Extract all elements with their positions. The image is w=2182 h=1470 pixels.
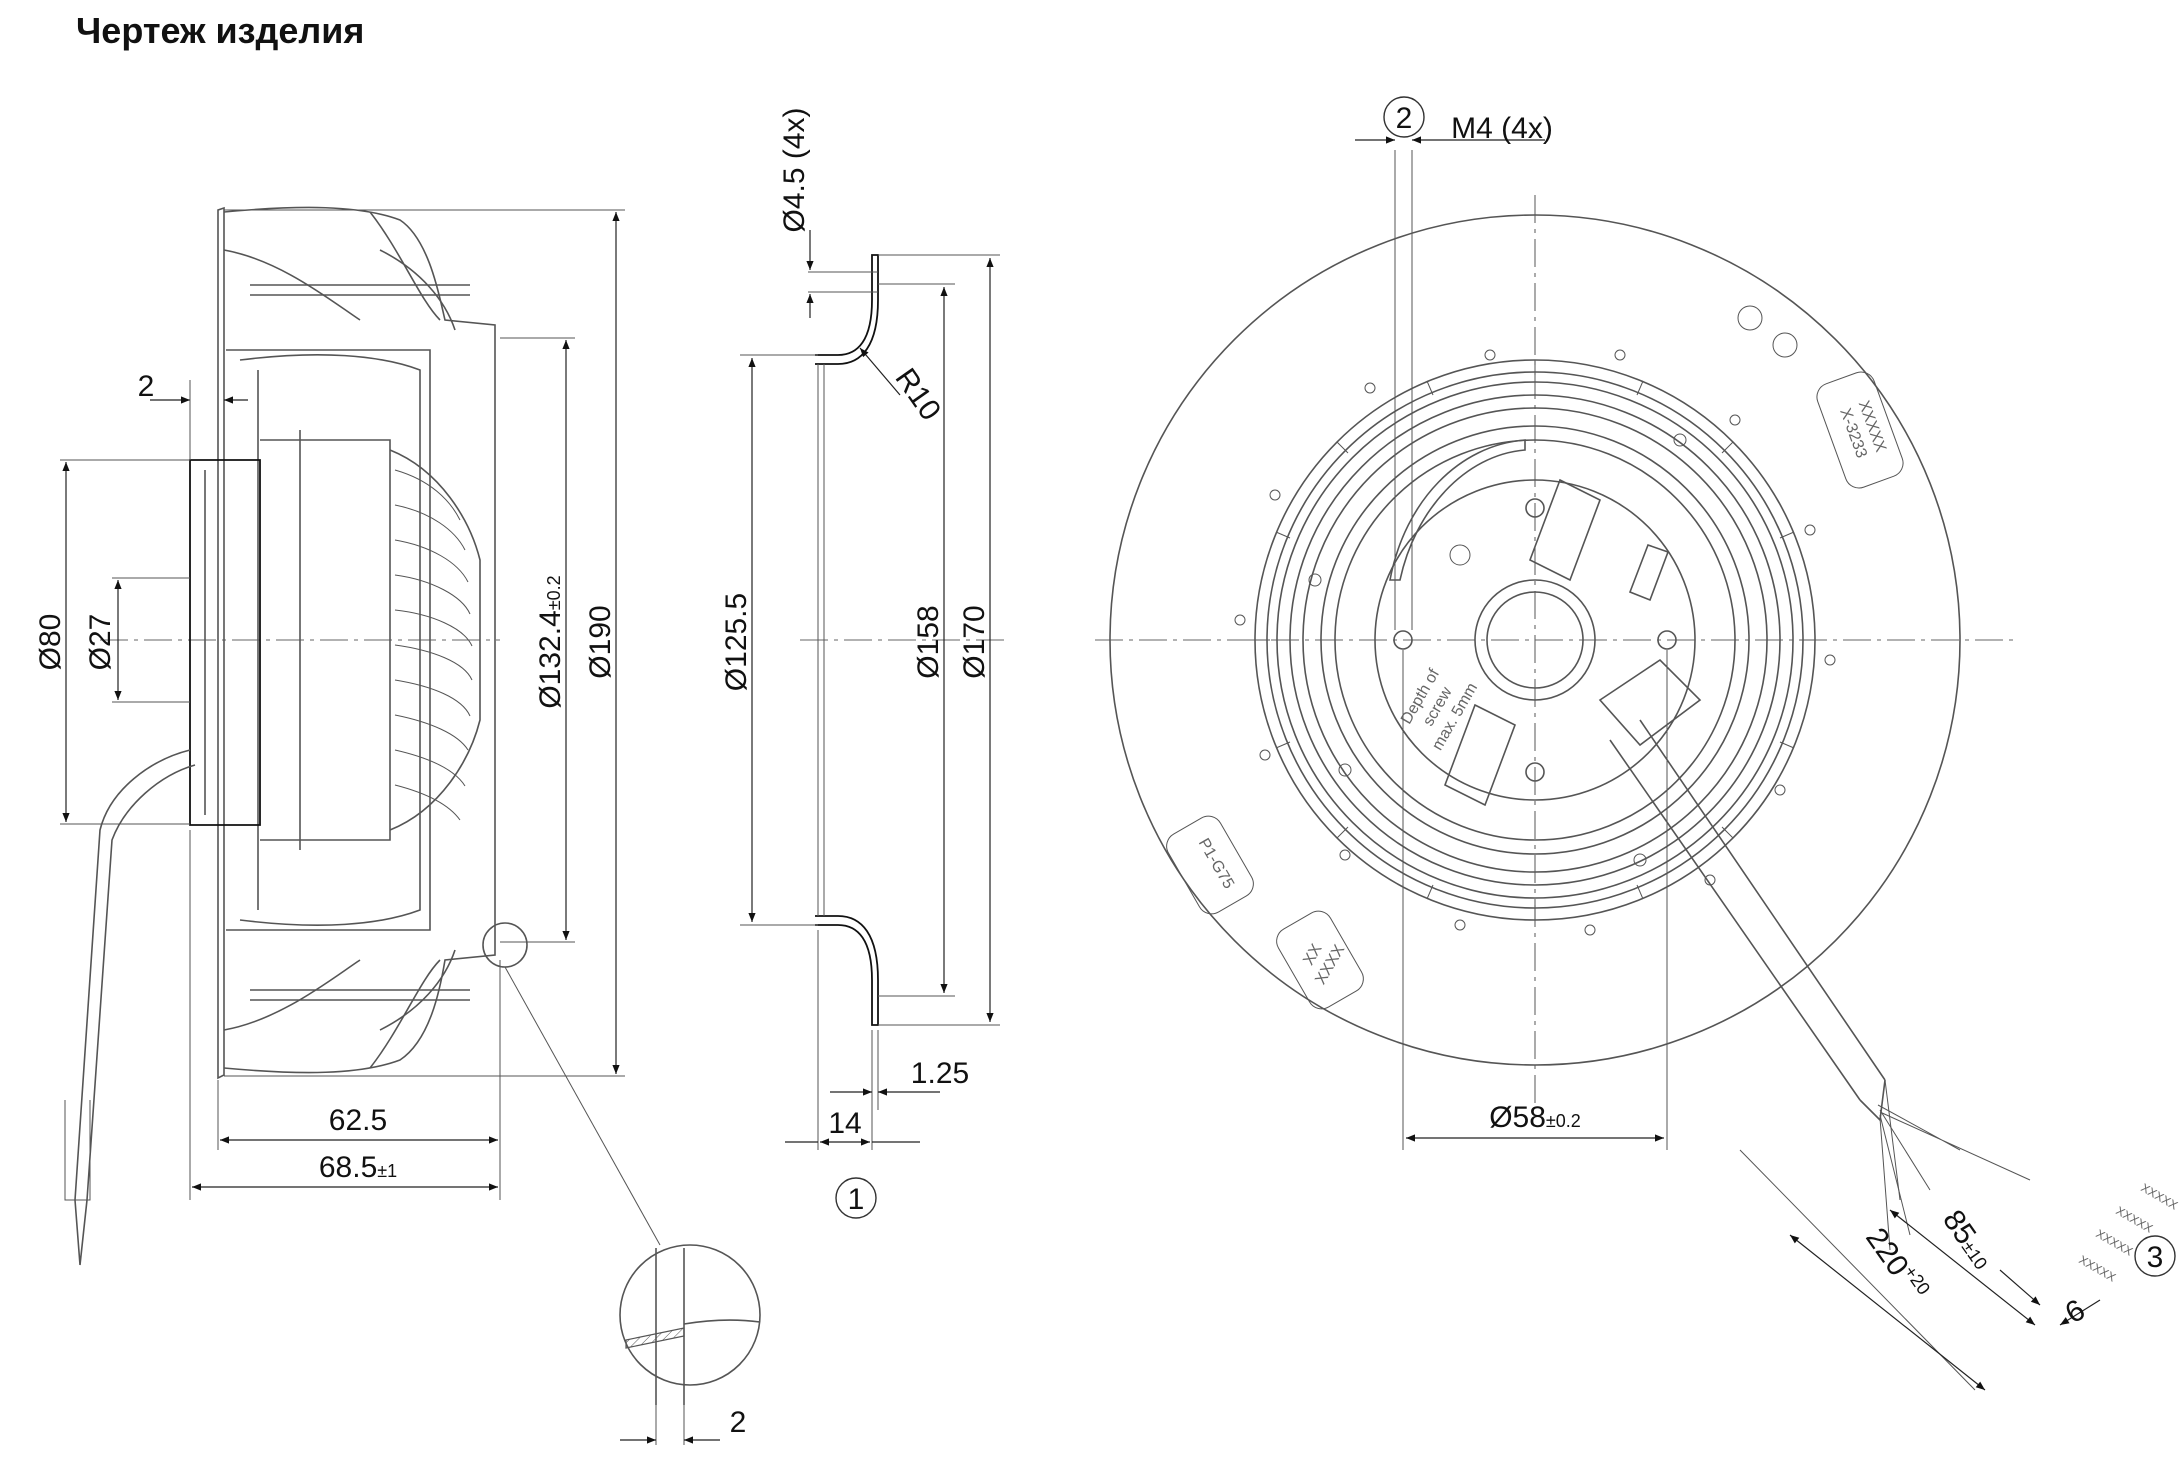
inlet-ring-bottom (815, 915, 879, 1026)
shaft-bore (1474, 579, 1596, 701)
wheel-rim (217, 206, 225, 1080)
page-title: Чертеж изделия (76, 10, 365, 51)
strip-length-label: 85±10 (1936, 1204, 1999, 1275)
d190-label: Ø190 (584, 605, 617, 678)
len-68-label: 68.5±1 (319, 1151, 397, 1184)
d132-label: Ø132.4±0.2 (534, 575, 567, 708)
detail-circle (482, 922, 528, 968)
wire-mark-2: XXXXX (2114, 1203, 2156, 1235)
mount-hole-right (1657, 630, 1677, 650)
gap-2-label: 2 (138, 370, 155, 403)
d27-label: Ø27 (84, 614, 117, 671)
side-view: 2 Ø80 Ø27 Ø132.4±0.2 Ø190 62.5 68.5±1 (34, 206, 661, 1266)
inlet-ring-top (815, 254, 879, 365)
d58-label: Ø58±0.2 (1489, 1101, 1581, 1134)
callout-1-circle (835, 1177, 877, 1219)
callout-3-label: 3 (2147, 1241, 2164, 1274)
callout-2-label: 2 (1396, 102, 1413, 135)
thickness-label: 1.25 (911, 1057, 969, 1090)
d158-label: Ø158 (912, 605, 945, 678)
callout-2-circle (1383, 96, 1425, 138)
callout-3-circle (2134, 1235, 2176, 1277)
thread-label: M4 (4x) (1451, 112, 1553, 145)
motor-hub (189, 459, 261, 826)
wheel-outer-circle (1109, 214, 1961, 1066)
cable-length-label: 220+20 (1859, 1221, 1934, 1307)
ring-ticks (1255, 360, 1815, 920)
label-p: P1-G75 (1195, 836, 1237, 892)
strip-end-label: 6 (2060, 1293, 2091, 1330)
callout-1-label: 1 (848, 1183, 865, 1216)
wire-mark-4: XXXXX (2077, 1252, 2119, 1284)
d170-label: Ø170 (958, 605, 991, 678)
mount-hole-bottom (1525, 762, 1545, 782)
inlet-ring-view: Ø4.5 (4x) R10 Ø125.5 Ø158 Ø170 1.25 14 1 (720, 107, 1010, 1219)
cable (74, 749, 191, 1201)
wire-mark-1: XXXXX (2139, 1180, 2181, 1212)
d80-label: Ø80 (34, 614, 67, 671)
wire-mark-3: XXXXX (2094, 1226, 2136, 1258)
front-view: XXXXX X-3233 P1-G75 XX XXXX Depth of scr… (1095, 96, 2181, 1391)
balancing-clips (1234, 349, 1836, 936)
mount-hole-top (1525, 498, 1545, 518)
holes-label: Ø4.5 (4x) (778, 107, 811, 232)
detail-gap-label: 2 (730, 1406, 747, 1439)
len-62-label: 62.5 (329, 1104, 387, 1137)
depth-label: 14 (828, 1107, 861, 1140)
detail-view: 2 (619, 1244, 761, 1445)
r10-label: R10 (888, 363, 947, 427)
d125-label: Ø125.5 (720, 593, 753, 691)
depth-note: Depth of screw max. 5mm (1398, 666, 1481, 754)
mount-hole-left (1393, 630, 1413, 650)
